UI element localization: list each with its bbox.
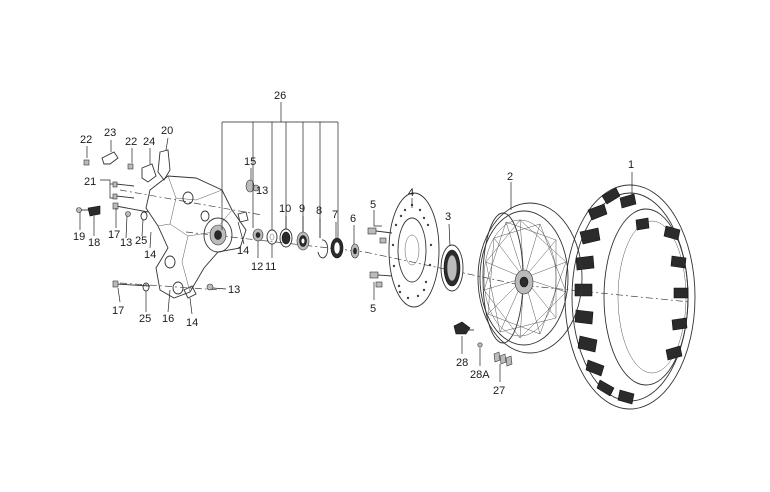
label-13-upper: 13 [256, 185, 268, 197]
label-19: 19 [73, 231, 85, 243]
left-hardware [76, 149, 260, 299]
label-7: 7 [332, 209, 338, 221]
label-28: 28 [456, 357, 468, 369]
label-22-right: 22 [125, 136, 137, 148]
label-2: 2 [507, 171, 513, 183]
label-4: 4 [408, 187, 414, 199]
label-14-right: 14 [237, 245, 249, 257]
upper-bolt-line [119, 189, 263, 216]
label-24: 24 [143, 136, 155, 148]
bearing-inner [279, 228, 293, 248]
label-20: 20 [161, 125, 173, 137]
brake-disc [388, 192, 440, 308]
tyre [564, 184, 696, 410]
label-3: 3 [445, 211, 451, 223]
label-16: 16 [162, 313, 174, 325]
circlip [317, 239, 329, 259]
disc-bolts [367, 227, 393, 288]
label-13-left: 13 [120, 237, 132, 249]
label-25-lower: 25 [139, 313, 151, 325]
label-14-left: 14 [144, 249, 156, 261]
label-25-upper: 25 [135, 235, 147, 247]
label-18: 18 [88, 237, 100, 249]
label-13-lower: 13 [228, 284, 240, 296]
bearing [296, 231, 310, 251]
wheel-rim [477, 202, 583, 354]
label-5-upper: 5 [370, 199, 376, 211]
label-26: 26 [274, 90, 286, 102]
label-6: 6 [350, 213, 356, 225]
label-11: 11 [265, 261, 276, 273]
valve-and-weights [453, 321, 513, 367]
oil-seal [330, 237, 344, 259]
label-9: 9 [299, 203, 305, 215]
label-17-lower: 17 [112, 305, 124, 317]
spacer [350, 243, 360, 259]
label-17-upper: 17 [108, 229, 120, 241]
lower-bolt-line [119, 282, 221, 291]
leader-lines [79, 102, 633, 382]
label-5-lower: 5 [370, 303, 376, 315]
label-28A: 28A [470, 369, 490, 381]
label-21: 21 [84, 176, 96, 188]
callout-labels: 1 2 3 4 5 5 6 7 8 9 10 11 12 13 13 13 14… [73, 90, 634, 397]
label-12: 12 [251, 261, 263, 273]
label-15: 15 [244, 156, 256, 168]
label-1: 1 [628, 159, 634, 171]
label-14-lower: 14 [186, 317, 198, 329]
axle-nut [252, 228, 264, 242]
bearing-ring [440, 244, 464, 292]
label-8: 8 [316, 205, 322, 217]
label-23: 23 [104, 127, 116, 139]
label-22-left: 22 [80, 134, 92, 146]
label-27: 27 [493, 385, 505, 397]
label-10: 10 [279, 203, 291, 215]
